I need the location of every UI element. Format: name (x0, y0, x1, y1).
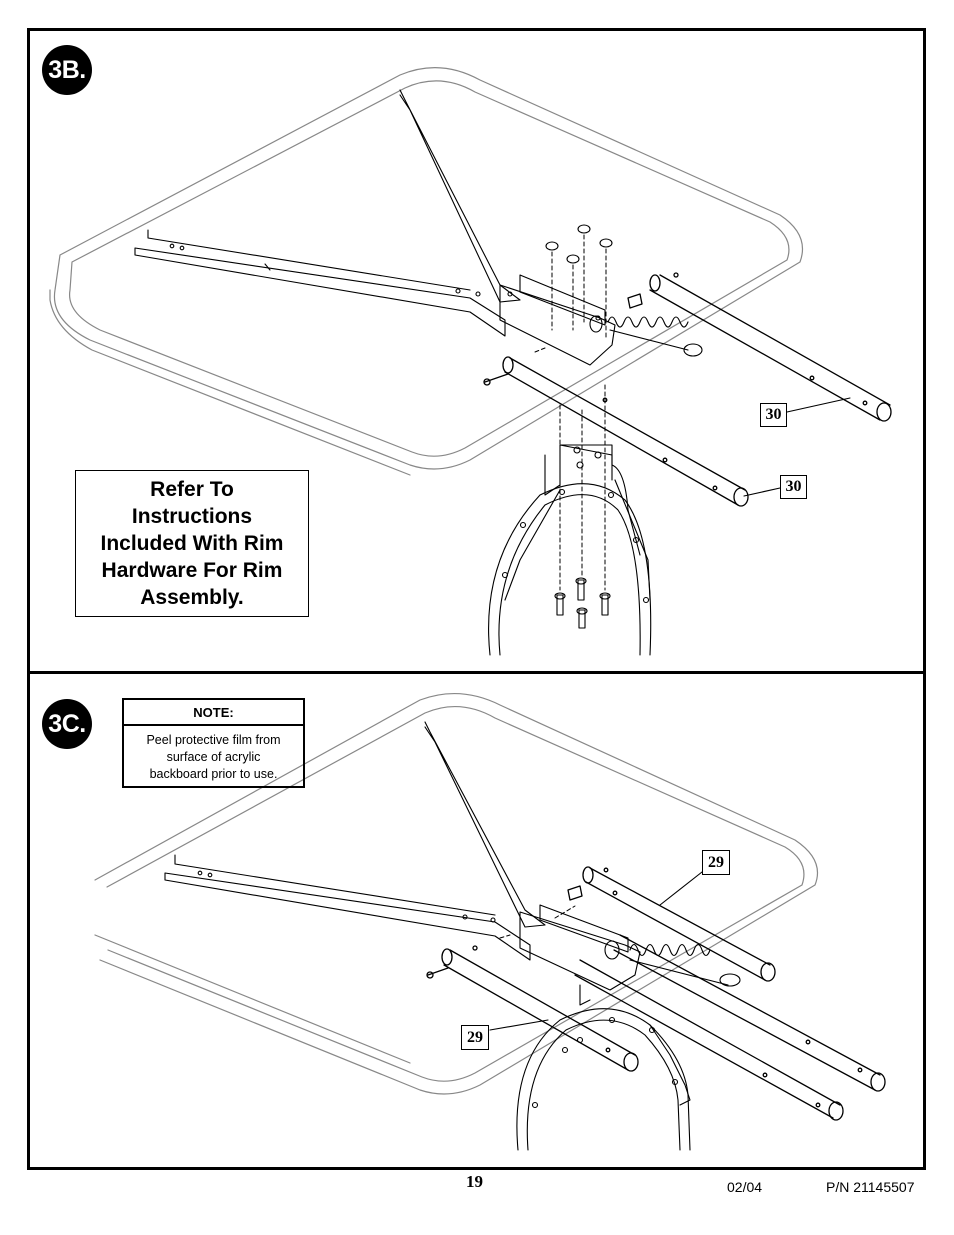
backboard-3b (49, 67, 804, 476)
refer-line: Assembly. (140, 586, 244, 609)
rim-3b (488, 483, 652, 656)
callout-part-29-lower: 29 (461, 1025, 489, 1050)
dashed-guides-3c (499, 905, 576, 939)
callout-part-30-upper: 30 (760, 403, 787, 427)
note-title: NOTE: (124, 700, 303, 726)
note-body: Peel protective film from surface of acr… (124, 726, 303, 783)
spring-3b (589, 315, 703, 357)
dashed-guides-3b (534, 234, 607, 591)
revision-date: 02/04 (727, 1179, 763, 1195)
rim-instructions-box: Refer To Instructions Included With Rim … (75, 470, 309, 617)
refer-line: Included With Rim (100, 532, 284, 555)
refer-line: Refer To (150, 478, 234, 501)
backboard-3c (94, 693, 819, 1095)
tube-30-lower (483, 356, 749, 507)
bolts-3b (554, 577, 611, 629)
mounting-plates-3b (499, 274, 616, 366)
tube-30-upper (627, 272, 892, 422)
refer-line: Instructions (131, 505, 253, 528)
note-line: backboard prior to use. (149, 767, 278, 781)
callout-part-30-lower: 30 (780, 475, 807, 499)
step-badge-3b: 3B. (42, 45, 92, 95)
support-frame-3b (134, 89, 521, 337)
rim-instructions-text: Refer To Instructions Included With Rim … (101, 476, 284, 611)
refer-line: Hardware For Rim (101, 559, 283, 582)
part-number: P/N 21145507 (826, 1179, 915, 1195)
note-box: NOTE: Peel protective film from surface … (122, 698, 305, 788)
spring-3c (604, 940, 741, 987)
callout-lines-3c (489, 871, 703, 1031)
page-frame (27, 28, 926, 1170)
page-number: 19 (466, 1172, 483, 1191)
rim-3c (516, 1008, 691, 1151)
callout-part-29-upper: 29 (702, 850, 730, 875)
tube-29-lower (426, 945, 844, 1121)
mounting-plates-3c (519, 904, 641, 1006)
tube-29-upper (567, 866, 886, 1092)
section-divider (27, 671, 926, 674)
rim-bracket-3b (504, 444, 651, 601)
hardware-nuts-3b (545, 224, 613, 264)
step-badge-3c: 3C. (42, 699, 92, 749)
note-line: Peel protective film from (146, 733, 281, 747)
support-frame-3c (164, 721, 546, 961)
callout-lines-3b (743, 397, 851, 497)
note-line: surface of acrylic (166, 750, 261, 764)
